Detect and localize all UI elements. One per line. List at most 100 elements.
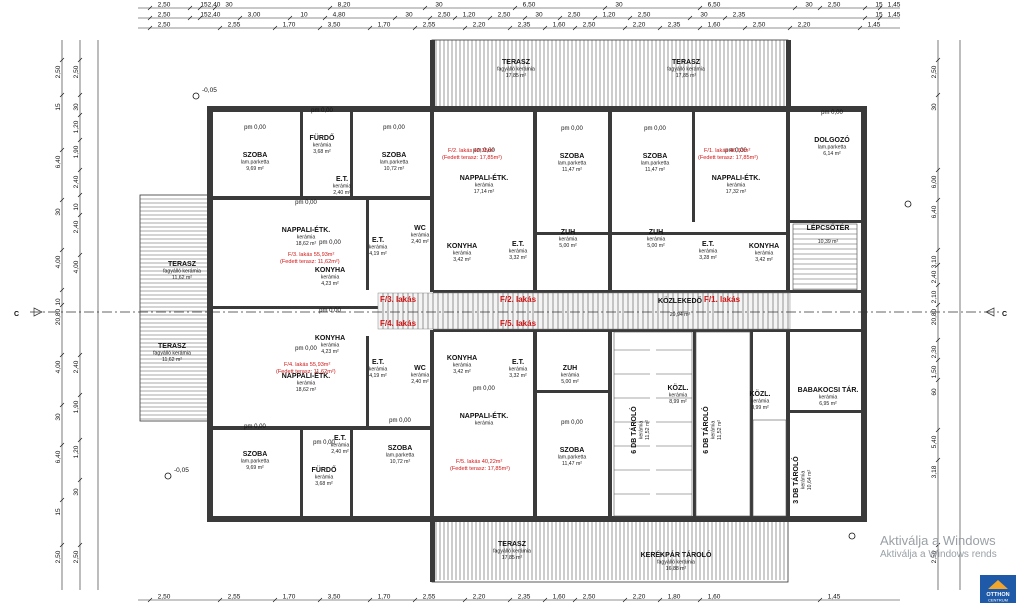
dim-label: 2,50	[931, 65, 938, 78]
room-name: TERASZ	[498, 541, 527, 548]
unit-3-covered: (Fedett terasz: 11,62m²)	[280, 259, 340, 265]
room-name: KONYHA	[315, 335, 345, 342]
windows-activation-overlay: Aktiválja a Windows Aktiválja a Windows …	[880, 533, 1024, 562]
dim-label: 1,70	[283, 594, 296, 601]
room-name: ZUH	[649, 229, 663, 236]
room-floor: kerámia	[333, 184, 352, 190]
dim-label: 2,50	[438, 12, 451, 19]
room-area: 4,19 m²	[369, 251, 387, 257]
interior-walls	[213, 112, 861, 516]
room-area: 11,52 m²	[717, 420, 723, 440]
room-name: KONYHA	[315, 267, 345, 274]
room-floor: kerámia	[453, 251, 472, 257]
room-area: 17,85 m²	[676, 73, 697, 79]
room-area: 18,62 m²	[296, 241, 317, 247]
top-dimension-lines	[138, 7, 900, 29]
dim-label: 2,50	[55, 65, 62, 78]
dim-label: 1,20	[463, 12, 476, 19]
logo-line-1: OTTHON	[986, 592, 1009, 598]
terrace-left	[139, 194, 211, 422]
unit-1-covered: (Fedett terasz: 17,85m²)	[698, 155, 758, 161]
dim-label: 1,60	[553, 22, 566, 29]
room-floor: kerámia	[411, 233, 430, 239]
room-level: pm 0,00	[725, 148, 747, 154]
room-name: 6 DB TÁROLÓ	[629, 406, 638, 454]
room-area: 10,39 m²	[818, 239, 839, 245]
dim-label: 30	[931, 103, 938, 111]
right-dimension-col: 2,50306,006,403,102,402,1020,802,301,506…	[931, 57, 941, 563]
room-name: E.T.	[336, 176, 348, 183]
room-name: TERASZ	[502, 59, 531, 66]
room-name: ZUH	[561, 229, 575, 236]
dim-label: 2,40	[208, 12, 221, 19]
room-name: E.T.	[372, 359, 384, 366]
unit-1-label: F/1. lakás	[704, 295, 741, 304]
room-floor: kerámia	[411, 373, 430, 379]
room-area: 5,00 m²	[559, 243, 577, 249]
room-floor: lam.parketta	[241, 459, 270, 465]
room-name: NAPPALI-ÉTK.	[282, 225, 331, 234]
room-level: pm 0,00	[244, 424, 266, 430]
room-area: 11,62 m²	[172, 275, 192, 281]
room-area: 10,72 m²	[384, 166, 405, 172]
dim-label: 30	[73, 103, 80, 111]
dim-label: 15	[55, 508, 62, 516]
dim-label: 2,40	[73, 175, 80, 188]
room-name: FÜRDŐ	[312, 465, 337, 474]
dim-label: 1,45	[888, 12, 901, 19]
dim-label: 2,20	[473, 594, 486, 601]
room-area: 3,68 m²	[313, 149, 331, 155]
room-area: 5,00 m²	[561, 379, 579, 385]
room-name: DOLGOZÓ	[814, 135, 850, 144]
room-floor: kerámia	[297, 381, 316, 387]
room-name: NAPPALI-ÉTK.	[712, 173, 761, 182]
unit-4-area: F/4. lakás 55,93m²	[284, 362, 330, 368]
room-floor: lam.parketta	[386, 453, 415, 459]
dim-label: 2,20	[633, 22, 646, 29]
room-floor: kerámia	[639, 421, 645, 440]
dim-label: 2,55	[423, 594, 436, 601]
room-name: KÖZL.	[750, 389, 771, 398]
dim-label: 4,00	[55, 255, 62, 268]
room-floor: kerámia	[755, 251, 774, 257]
unit-5-covered: (Fedett terasz: 17,85m²)	[450, 466, 510, 472]
room-floor: kerámia	[369, 367, 388, 373]
level-bottom-left: -0,05	[174, 467, 189, 474]
dim-label: 2,55	[423, 22, 436, 29]
room-floor: lam.parketta	[641, 161, 670, 167]
room-floor: kerámia	[315, 475, 334, 481]
dim-label: 5,40	[931, 435, 938, 448]
unit-1-area: F/1. lakás 46,63m²	[704, 148, 750, 154]
room-floor: kerámia	[819, 395, 838, 401]
dim-label: 1,20	[73, 445, 80, 458]
room-name: FÜRDŐ	[310, 133, 335, 142]
dim-label: 2,50	[73, 550, 80, 563]
room-area: 3,28 m²	[699, 255, 717, 261]
dim-label: 15	[200, 2, 208, 9]
dim-label: 10	[55, 298, 62, 306]
overlay-subtitle: Aktiválja a Windows rends	[880, 549, 997, 561]
room-floor: kerámia	[647, 237, 666, 243]
room-area: 3,32 m²	[509, 255, 527, 261]
dim-label: 6,50	[708, 2, 721, 9]
logo-line-2: CENTRUM	[988, 598, 1008, 603]
room-floor: kerámia	[727, 183, 746, 189]
room-area: 4,23 m²	[321, 281, 339, 287]
room-level: pm 0,00	[295, 200, 317, 206]
dim-label: 1,70	[283, 22, 296, 29]
room-level: pm 0,00	[821, 110, 843, 116]
dim-label: 3,50	[328, 22, 341, 29]
dim-label: 3,50	[328, 594, 341, 601]
room-area: 2,40 m²	[411, 379, 429, 385]
room-area: 11,47 m²	[645, 167, 665, 173]
unit-2-covered: (Fedett terasz: 17,85m²)	[442, 155, 502, 161]
